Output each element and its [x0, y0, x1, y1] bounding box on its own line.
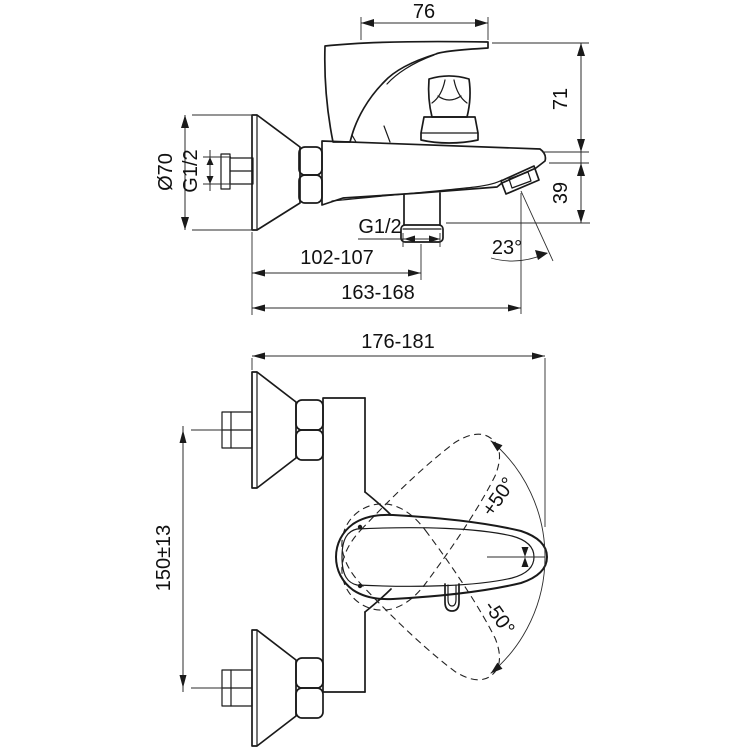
- angle-23-label: 23°: [492, 237, 522, 259]
- upper-connection: [221, 371, 324, 489]
- body-plate: [322, 397, 392, 693]
- angle-minus50-label: -50°: [479, 597, 518, 640]
- plan-view-faucet: [221, 371, 548, 747]
- dim-g12-inlet-label: G1/2: [180, 149, 202, 192]
- dim-150: 150±13: [153, 426, 223, 692]
- lower-connection: [221, 629, 324, 747]
- handle-swing-ghosts: [341, 433, 501, 681]
- dim-163-168: 163-168: [252, 193, 522, 314]
- angle-23: 23°: [490, 190, 554, 262]
- handle-plan: [335, 513, 548, 601]
- handle-swing-arc: +50° -50°: [478, 440, 546, 674]
- aerator: [500, 165, 540, 195]
- dim-150-label: 150±13: [153, 525, 175, 592]
- shower-outlet: [400, 192, 444, 243]
- plan-view: 176-181 150±13 +50° -50°: [153, 331, 548, 747]
- dim-39-label: 39: [550, 182, 572, 204]
- dim-176-181: 176-181: [251, 331, 546, 527]
- diverter-knob-plan: [444, 583, 460, 612]
- dim-dia70-label: Ø70: [155, 153, 177, 191]
- dim-176-181-label: 176-181: [361, 331, 434, 353]
- dim-g12-outlet-label: G1/2: [358, 216, 401, 238]
- dim-102-107: 102-107: [251, 232, 422, 315]
- side-view: 76 71 39 Ø70: [155, 1, 590, 315]
- side-view-faucet: [220, 40, 547, 243]
- inlet-pipe: [220, 153, 254, 190]
- escutcheon-cone: [251, 114, 301, 231]
- lever-handle: [323, 40, 489, 143]
- dim-76-label: 76: [413, 1, 435, 23]
- dim-102-107-label: 102-107: [300, 247, 373, 269]
- dim-dia70: Ø70: [155, 114, 253, 231]
- dim-71-label: 71: [550, 88, 572, 110]
- diverter-knob: [420, 75, 479, 144]
- dim-76: 76: [360, 1, 489, 40]
- body-and-spout: [321, 140, 547, 206]
- dim-g12-outlet: G1/2: [358, 216, 441, 247]
- dim-g12-inlet: G1/2: [180, 149, 231, 193]
- dim-71-39: 71 39: [446, 42, 590, 224]
- dim-163-168-label: 163-168: [341, 282, 414, 304]
- hex-nut: [298, 146, 323, 204]
